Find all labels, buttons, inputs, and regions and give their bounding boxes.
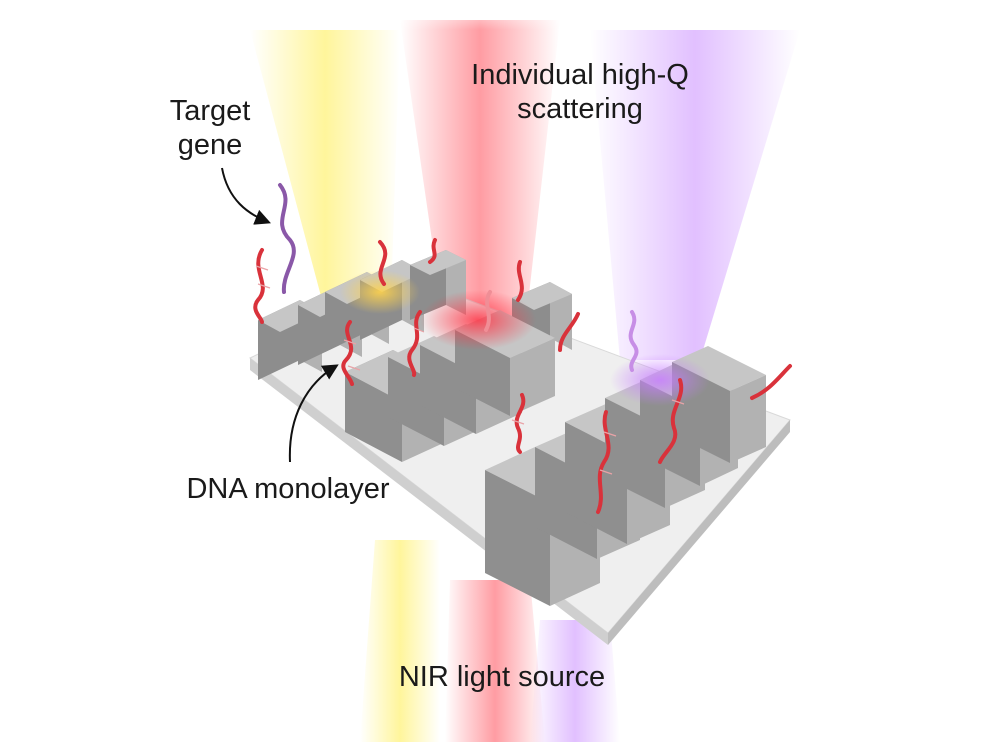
- target-gene-label: Target gene: [150, 94, 270, 162]
- dna-monolayer-label: DNA monolayer: [186, 473, 390, 505]
- yellow-resonance-glow: [340, 270, 420, 314]
- dna-strand: [750, 364, 792, 400]
- scattering-label-line2: scattering: [517, 93, 643, 125]
- target-gene-strand: [278, 183, 639, 372]
- yellow-beam-bottom: [360, 540, 440, 742]
- scattering-label: Individual high-Q scattering: [430, 58, 730, 126]
- purple-resonance-glow: [610, 354, 710, 406]
- target-gene-label-line1: Target: [169, 95, 251, 127]
- dna-strand: [596, 410, 611, 514]
- dna-strand: [378, 240, 388, 286]
- dna-base-pairs: [255, 265, 685, 475]
- resonance-glows: [340, 270, 710, 406]
- light-source-label: NIR light source: [398, 661, 606, 693]
- red-beam-bottom: [445, 580, 545, 742]
- red-resonance-glow: [420, 290, 536, 350]
- dna-strand: [253, 248, 265, 324]
- dna-strand: [407, 310, 422, 377]
- dna-strand: [558, 312, 580, 352]
- annotation-arrows: [221, 167, 339, 463]
- dna-strand: [428, 238, 437, 264]
- dna-strand: [658, 378, 684, 464]
- dna-monolayer-arrow: [288, 364, 339, 463]
- target-gene-label-line2: gene: [177, 129, 243, 161]
- dna-strand: [514, 393, 526, 454]
- target-gene-arrow: [221, 167, 271, 225]
- dna-strand: [516, 260, 524, 302]
- dna-strand: [341, 320, 354, 386]
- dna-probe-strands: [253, 238, 792, 514]
- scattering-label-line1: Individual high-Q: [471, 59, 689, 91]
- scattered-light-beams: [0, 0, 1000, 360]
- incident-light-beams: [360, 540, 620, 742]
- purple-beam-bottom: [530, 620, 620, 742]
